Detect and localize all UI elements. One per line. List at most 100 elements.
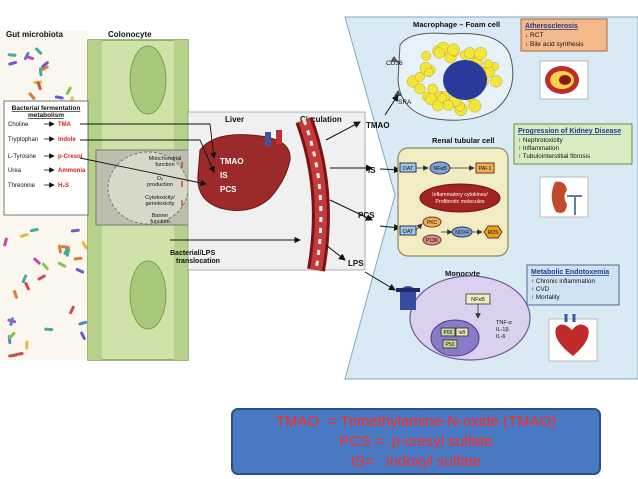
lipid-droplet <box>483 59 493 69</box>
svg-text:↑ Chronic inflammation: ↑ Chronic inflammation <box>531 278 596 285</box>
renal-cell: Renal tubular cell Inflammatory cytokine… <box>397 136 509 257</box>
artery-image <box>539 60 589 100</box>
fermentation-product: p-Cresol <box>58 154 83 160</box>
lipid-droplet <box>414 83 426 95</box>
arrow-label-tmao: TMAO <box>366 121 390 130</box>
lipid-droplet <box>473 47 488 61</box>
svg-text:↑ CVD: ↑ CVD <box>531 286 550 293</box>
bacterium <box>8 331 16 340</box>
fermentation-product: H₂S <box>58 183 69 189</box>
blood-vessel <box>295 116 330 272</box>
arrow-label-pcs: PCS <box>358 211 375 220</box>
bacterium <box>13 290 18 299</box>
monocyte-cell: Monocyte NFκB P65 IκB P50 TNF-α IL-1β IL… <box>396 269 531 361</box>
bacterium <box>8 60 18 66</box>
liver-item-is: IS <box>220 171 228 180</box>
liver-panel: Liver Circulation TMAO IS PCS <box>187 111 366 271</box>
bacterium <box>21 274 28 284</box>
arrow-label-lps: LPS <box>348 259 364 268</box>
bacterium <box>81 241 88 250</box>
lipid-droplet <box>424 67 434 78</box>
athero-box: Atherosclerosis ↓ RCT ↓ Bile acid synthe… <box>520 18 608 52</box>
bacterium <box>7 53 17 57</box>
renal-label: Renal tubular cell <box>432 136 495 145</box>
sra-label: SRA <box>398 99 412 106</box>
svg-text:Inflammatory cytokines/: Inflammatory cytokines/ <box>432 192 488 198</box>
svg-text:O₂: O₂ <box>157 176 163 182</box>
legend-line-is: IS= indoxyl sulfate <box>350 452 482 470</box>
monocyte-label: Monocyte <box>445 269 480 278</box>
liver-item-pcs: PCS <box>220 185 237 194</box>
svg-text:IL-6: IL-6 <box>496 334 505 340</box>
svg-text:↑ Tubulointerstitial fibrosis: ↑ Tubulointerstitial fibrosis <box>518 153 590 160</box>
svg-text:Mitochondrial: Mitochondrial <box>149 156 182 162</box>
fermentation-product: Indole <box>58 137 76 143</box>
svg-text:Metabolic Endotoxemia: Metabolic Endotoxemia <box>531 269 609 276</box>
bacterium <box>40 65 49 72</box>
svg-text:NOX4: NOX4 <box>455 230 469 236</box>
fermentation-substrate: Urea <box>8 168 22 174</box>
svg-text:PKC: PKC <box>427 220 438 226</box>
svg-text:genotoxicity: genotoxicity <box>145 201 174 207</box>
svg-text:P50: P50 <box>446 342 455 348</box>
liver-item-tmao: TMAO <box>220 157 244 166</box>
bacterium <box>78 320 88 326</box>
bacterium <box>60 245 70 249</box>
svg-text:NFκB: NFκB <box>433 166 447 172</box>
bacterium <box>3 237 8 247</box>
colonocyte <box>87 39 201 361</box>
svg-text:IL-1β: IL-1β <box>496 327 509 333</box>
svg-text:PAI-1: PAI-1 <box>479 166 492 172</box>
lipid-droplet <box>490 75 503 88</box>
lipid-droplet <box>437 93 448 103</box>
bacterium <box>25 55 35 61</box>
bacterium <box>29 228 39 233</box>
svg-text:TNF-α: TNF-α <box>496 320 513 326</box>
svg-text:P13K: P13K <box>426 238 439 244</box>
svg-text:↓ RCT: ↓ RCT <box>525 32 543 39</box>
bacterium <box>24 281 30 291</box>
circulation-arrows <box>325 94 401 291</box>
bacterium <box>80 331 86 341</box>
fermentation-product: Ammonia <box>58 168 86 174</box>
svg-text:Cytotoxicity/: Cytotoxicity/ <box>145 195 175 201</box>
svg-text:↑ Inflammation: ↑ Inflammation <box>518 145 559 152</box>
svg-text:ROS: ROS <box>488 230 500 236</box>
kidney-image <box>539 176 589 218</box>
cd36-label: CD36 <box>386 60 403 67</box>
fermentation-substrate: Choline <box>8 122 29 128</box>
svg-text:↑ Nephrotoxicity: ↑ Nephrotoxicity <box>518 137 564 144</box>
liver-label: Liver <box>225 115 244 124</box>
kidney-box: Progression of Kidney Disease ↑ Nephroto… <box>513 123 633 165</box>
bacterium <box>9 317 14 327</box>
colonocyte-notes: Mitochondrial function O₂ production Cyt… <box>145 156 183 225</box>
fermentation-substrate: Tryptophan <box>8 137 38 143</box>
svg-text:function: function <box>155 162 174 168</box>
svg-text:IκB: IκB <box>458 330 466 336</box>
lipid-droplet <box>427 83 438 95</box>
bacterium <box>69 305 75 315</box>
svg-text:production: production <box>147 182 173 188</box>
lipid-droplet <box>468 99 482 113</box>
translocation-label-2: translocation <box>176 258 220 265</box>
bacterium <box>70 228 80 233</box>
bacterium <box>75 267 85 274</box>
colonocyte-label: Colonocyte <box>108 30 152 39</box>
bacterium <box>20 232 29 238</box>
svg-text:function: function <box>150 219 169 225</box>
fermentation-substrate: L-Tyrosine <box>8 154 37 160</box>
svg-text:Barrier: Barrier <box>152 213 169 219</box>
macrophage-label: Macrophage – Foam cell <box>413 20 500 29</box>
bacterium <box>36 81 42 91</box>
bacterium <box>38 67 43 77</box>
lipid-droplet <box>433 47 446 59</box>
bacterium <box>57 261 67 268</box>
heart-image <box>548 314 598 362</box>
fermentation-table: Bacterial fermentation metabolism Cholin… <box>3 100 89 216</box>
bacterium <box>54 95 64 100</box>
circulation-label: Circulation <box>300 115 342 124</box>
svg-text:Atherosclerosis: Atherosclerosis <box>525 23 578 30</box>
bacterium <box>73 256 83 261</box>
